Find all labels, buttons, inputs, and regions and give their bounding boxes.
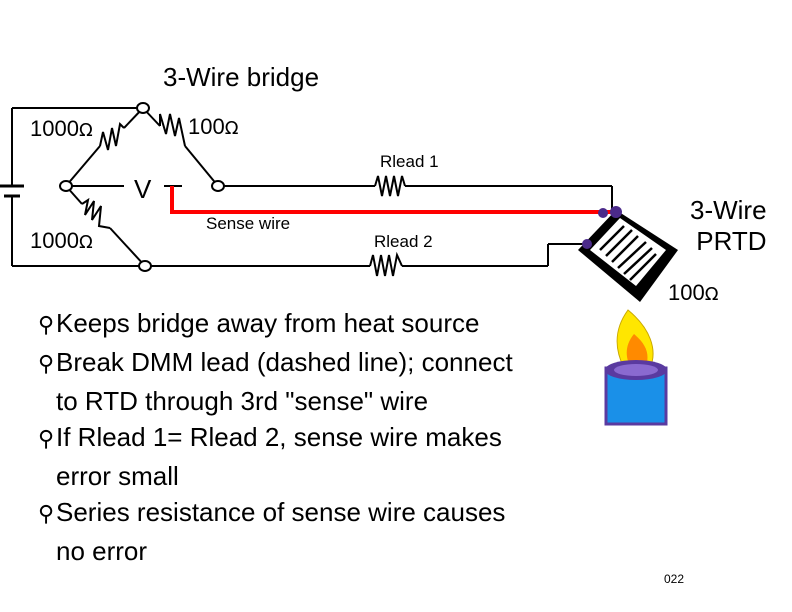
resistor-top-right bbox=[159, 113, 186, 147]
bullet-text: Keeps bridge away from heat source bbox=[56, 308, 480, 338]
bridge-wires bbox=[11, 107, 613, 267]
bullet-item: ⚲Keeps bridge away from heat source bbox=[28, 305, 588, 344]
ohm-icon: Ω bbox=[78, 232, 93, 253]
prtd-label-line1: 3-Wire bbox=[690, 195, 767, 225]
r-top-right-label: 100Ω bbox=[188, 114, 238, 140]
ohm-icon: Ω bbox=[704, 284, 719, 305]
r-bottom-left-label: 1000Ω bbox=[30, 228, 93, 254]
bridge-nodes bbox=[59, 102, 225, 272]
sense-wire bbox=[170, 186, 612, 214]
bullet-list: ⚲Keeps bridge away from heat source ⚲Bre… bbox=[28, 305, 588, 569]
voltmeter-label: V bbox=[134, 174, 152, 204]
bullet-item: ⚲Break DMM lead (dashed line); connect to… bbox=[28, 344, 588, 419]
prtd-value: 100 bbox=[668, 280, 705, 305]
bullet-text-cont: no error bbox=[56, 536, 148, 566]
page-number: 022 bbox=[664, 572, 685, 586]
bullet-icon: ⚲ bbox=[38, 427, 55, 452]
node-right bbox=[211, 180, 225, 192]
prtd-label: 3-Wire PRTD bbox=[690, 195, 767, 257]
r-top-left-label: 1000Ω bbox=[30, 116, 93, 142]
prtd-label-line2: PRTD bbox=[696, 226, 767, 256]
r-top-right-value: 100 bbox=[188, 114, 225, 139]
node-bottom bbox=[138, 260, 152, 272]
bullet-text: Series resistance of sense wire causes bbox=[56, 497, 506, 527]
node-left bbox=[59, 180, 73, 192]
bullet-text-cont: to RTD through 3rd "sense" wire bbox=[56, 386, 429, 416]
prtd-value-label: 100Ω bbox=[668, 280, 718, 306]
battery-symbol bbox=[0, 184, 24, 198]
diagram-title: 3-Wire bridge bbox=[163, 62, 320, 92]
bullet-icon: ⚲ bbox=[38, 313, 55, 338]
sense-wire-label: Sense wire bbox=[206, 214, 291, 233]
node-top bbox=[136, 102, 150, 114]
bullet-icon: ⚲ bbox=[38, 502, 55, 527]
heat-source-illustration bbox=[604, 309, 668, 426]
bullet-text: If Rlead 1= Rlead 2, sense wire makes bbox=[56, 422, 502, 452]
bullet-text: Break DMM lead (dashed line); connect bbox=[56, 347, 513, 377]
r-bottom-left-value: 1000 bbox=[30, 228, 79, 253]
bullet-text-cont: error small bbox=[56, 461, 179, 491]
ohm-icon: Ω bbox=[224, 118, 239, 139]
resistor-rlead1 bbox=[374, 175, 406, 197]
r-top-left-value: 1000 bbox=[30, 116, 79, 141]
rlead2-label: Rlead 2 bbox=[374, 232, 433, 251]
resistor-top-left bbox=[99, 121, 125, 151]
prtd-element bbox=[578, 206, 678, 302]
resistor-bottom-left bbox=[81, 197, 111, 229]
ohm-icon: Ω bbox=[78, 120, 93, 141]
resistor-rlead2 bbox=[369, 251, 403, 277]
bullet-icon: ⚲ bbox=[38, 352, 55, 377]
bullet-item: ⚲Series resistance of sense wire causes n… bbox=[28, 494, 588, 569]
rlead1-label: Rlead 1 bbox=[380, 152, 439, 171]
bullet-item: ⚲If Rlead 1= Rlead 2, sense wire makes er… bbox=[28, 419, 588, 494]
